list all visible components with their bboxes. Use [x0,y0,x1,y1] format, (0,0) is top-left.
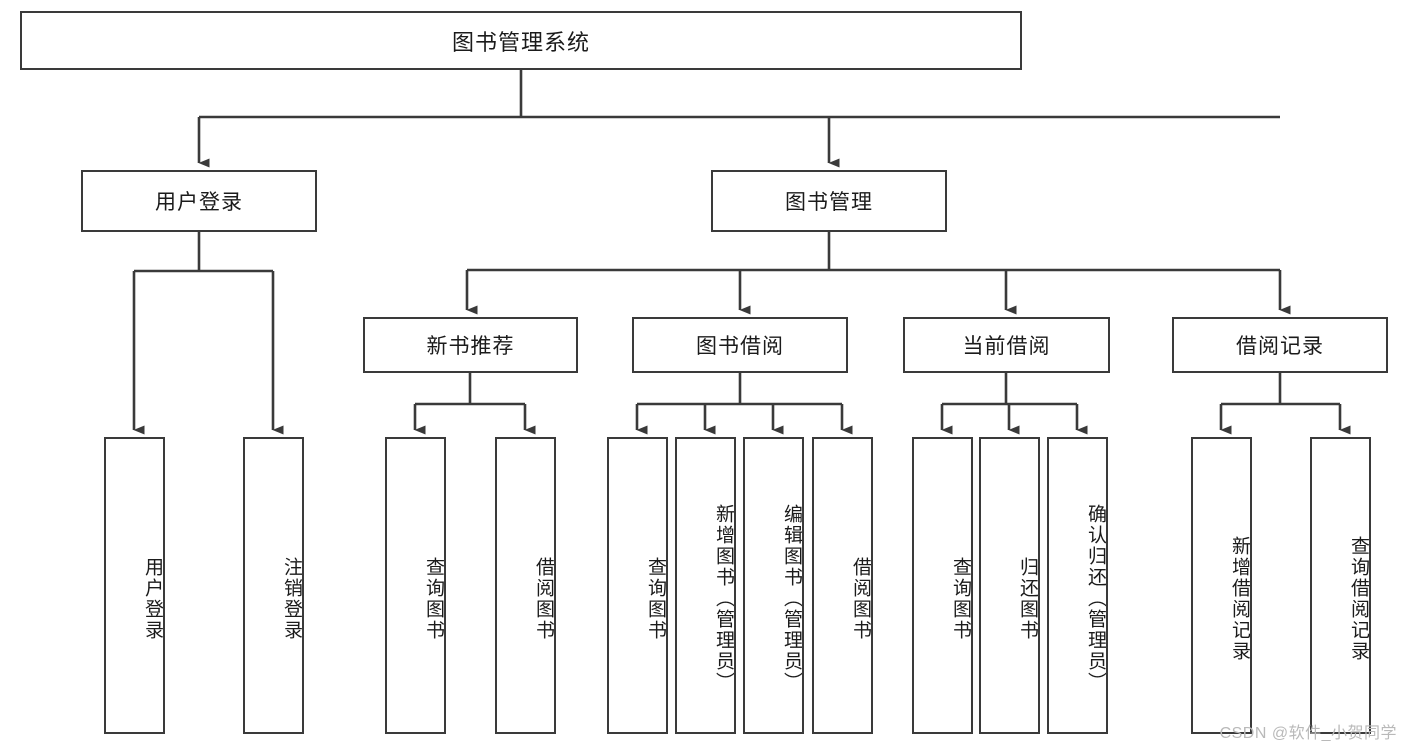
node-label: 图书管理 [785,191,873,214]
node-book-management[interactable]: 图书管理 [711,170,947,232]
node-user-login[interactable]: 用户登录 [81,170,317,232]
node-label: 当前借阅 [962,335,1051,358]
node-label: 图书借阅 [696,335,784,358]
node-label: 注销登录 [281,556,302,641]
node-label: 查询图书 [423,556,444,641]
node-root[interactable]: 图书管理系统 [20,11,1022,70]
leaf-query-book-borrow[interactable]: 查询图书 [607,437,668,734]
node-label: 确认归还（管理员） [1085,504,1106,693]
node-label: 新增图书（管理员） [713,504,734,693]
node-label: 查询图书 [950,556,971,641]
watermark-text: CSDN @软件_小贺同学 [1219,725,1397,742]
leaf-add-borrow-record[interactable]: 新增借阅记录 [1191,437,1252,734]
leaf-edit-book-admin[interactable]: 编辑图书（管理员） [743,437,804,734]
node-label: 归还图书 [1017,556,1038,641]
leaf-borrow-book-recommend[interactable]: 借阅图书 [495,437,556,734]
node-label: 用户登录 [142,556,163,641]
leaf-query-book-current[interactable]: 查询图书 [912,437,973,734]
node-label: 查询图书 [645,556,666,641]
node-label: 新书推荐 [426,335,515,358]
node-borrow-records[interactable]: 借阅记录 [1172,317,1388,373]
leaf-add-book-admin[interactable]: 新增图书（管理员） [675,437,736,734]
node-label: 借阅图书 [850,556,871,641]
node-label: 图书管理系统 [451,29,590,55]
leaf-confirm-return-admin[interactable]: 确认归还（管理员） [1047,437,1108,734]
leaf-user-login[interactable]: 用户登录 [104,437,165,734]
leaf-logout[interactable]: 注销登录 [243,437,304,734]
leaf-borrow-book[interactable]: 借阅图书 [812,437,873,734]
node-current-borrow[interactable]: 当前借阅 [903,317,1110,373]
node-label: 编辑图书（管理员） [781,504,802,693]
leaf-return-book[interactable]: 归还图书 [979,437,1040,734]
node-label: 借阅图书 [533,556,554,641]
node-label: 查询借阅记录 [1348,535,1369,662]
node-label: 借阅记录 [1236,335,1324,358]
leaf-query-borrow-record[interactable]: 查询借阅记录 [1310,437,1371,734]
node-label: 用户登录 [155,191,243,214]
node-label: 新增借阅记录 [1229,535,1250,662]
node-new-book-recommend[interactable]: 新书推荐 [363,317,578,373]
node-book-borrow[interactable]: 图书借阅 [632,317,848,373]
leaf-query-book-recommend[interactable]: 查询图书 [385,437,446,734]
